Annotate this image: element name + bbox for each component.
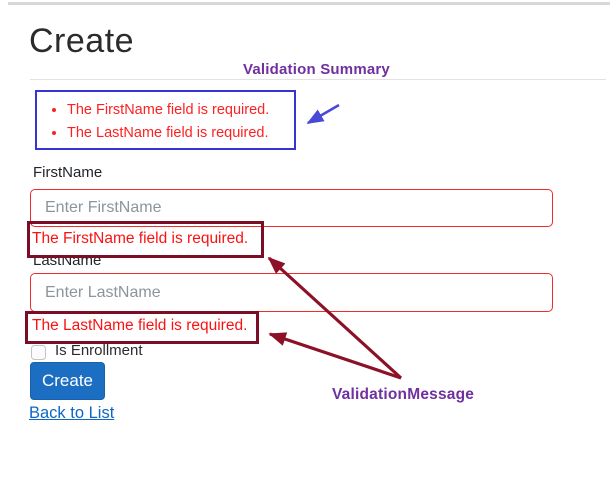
- is-enrollment-label: Is Enrollment: [55, 342, 143, 359]
- validation-summary-box: The FirstName field is required. The Las…: [35, 90, 296, 150]
- header-divider: [30, 79, 606, 80]
- firstname-input[interactable]: [30, 189, 553, 227]
- is-enrollment-checkbox[interactable]: [31, 345, 46, 360]
- create-button[interactable]: Create: [30, 362, 105, 400]
- validation-message-annotation-label: ValidationMessage: [332, 386, 475, 403]
- firstname-label: FirstName: [33, 164, 103, 181]
- validation-summary-item: The LastName field is required.: [67, 122, 294, 145]
- validation-summary-list: The FirstName field is required. The Las…: [37, 99, 294, 145]
- maroon-arrow-to-lastname-message: [268, 332, 402, 380]
- blue-arrow: [306, 103, 340, 125]
- page-title: Create: [29, 22, 135, 60]
- window-top-border: [8, 2, 610, 5]
- firstname-validation-message: The FirstName field is required.: [32, 230, 249, 247]
- back-to-list-link[interactable]: Back to List: [29, 404, 115, 422]
- validation-summary-item: The FirstName field is required.: [67, 99, 294, 122]
- lastname-validation-message: The LastName field is required.: [32, 317, 248, 334]
- validation-summary-annotation-label: Validation Summary: [243, 61, 390, 78]
- lastname-input[interactable]: [30, 273, 553, 312]
- lastname-label: LastName: [33, 252, 102, 269]
